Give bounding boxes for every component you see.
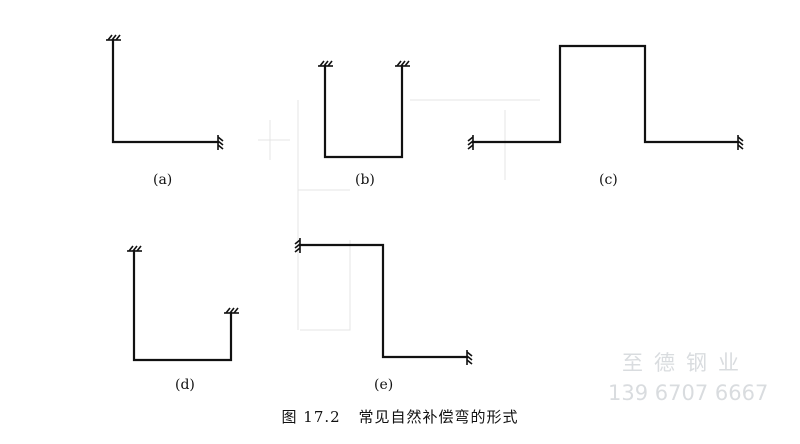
anchor-d-left [127, 245, 142, 252]
background-ghost-lines [258, 99, 540, 331]
label-b: (b) [355, 172, 375, 188]
label-d: (d) [175, 377, 195, 393]
pipe-b [323, 64, 404, 159]
watermark: 至德钢业 139 6707 6667 [608, 348, 768, 408]
watermark-phone: 139 6707 6667 [608, 381, 769, 405]
anchor-a-right [217, 135, 224, 150]
anchor-b-right [395, 60, 410, 67]
figure-caption: 图 17.2 常见自然补偿弯的形式 [0, 406, 800, 427]
figure-number: 图 17.2 [281, 408, 341, 426]
anchor-e-left [294, 238, 301, 253]
figure-title: 常见自然补偿弯的形式 [358, 408, 519, 426]
pipe-e [298, 243, 469, 359]
pipe-a [111, 38, 220, 144]
label-a: (a) [153, 172, 173, 188]
watermark-name: 至德钢业 [622, 351, 750, 375]
anchor-c-right [737, 135, 744, 150]
label-e: (e) [374, 377, 394, 393]
anchor-a-top [106, 34, 121, 41]
label-c: (c) [599, 172, 618, 188]
anchor-c-left [467, 135, 474, 150]
anchor-e-right [466, 350, 473, 365]
pipe-c [471, 44, 740, 144]
anchor-b-left [318, 60, 333, 67]
pipe-d [132, 249, 233, 362]
anchor-d-right [224, 307, 239, 314]
